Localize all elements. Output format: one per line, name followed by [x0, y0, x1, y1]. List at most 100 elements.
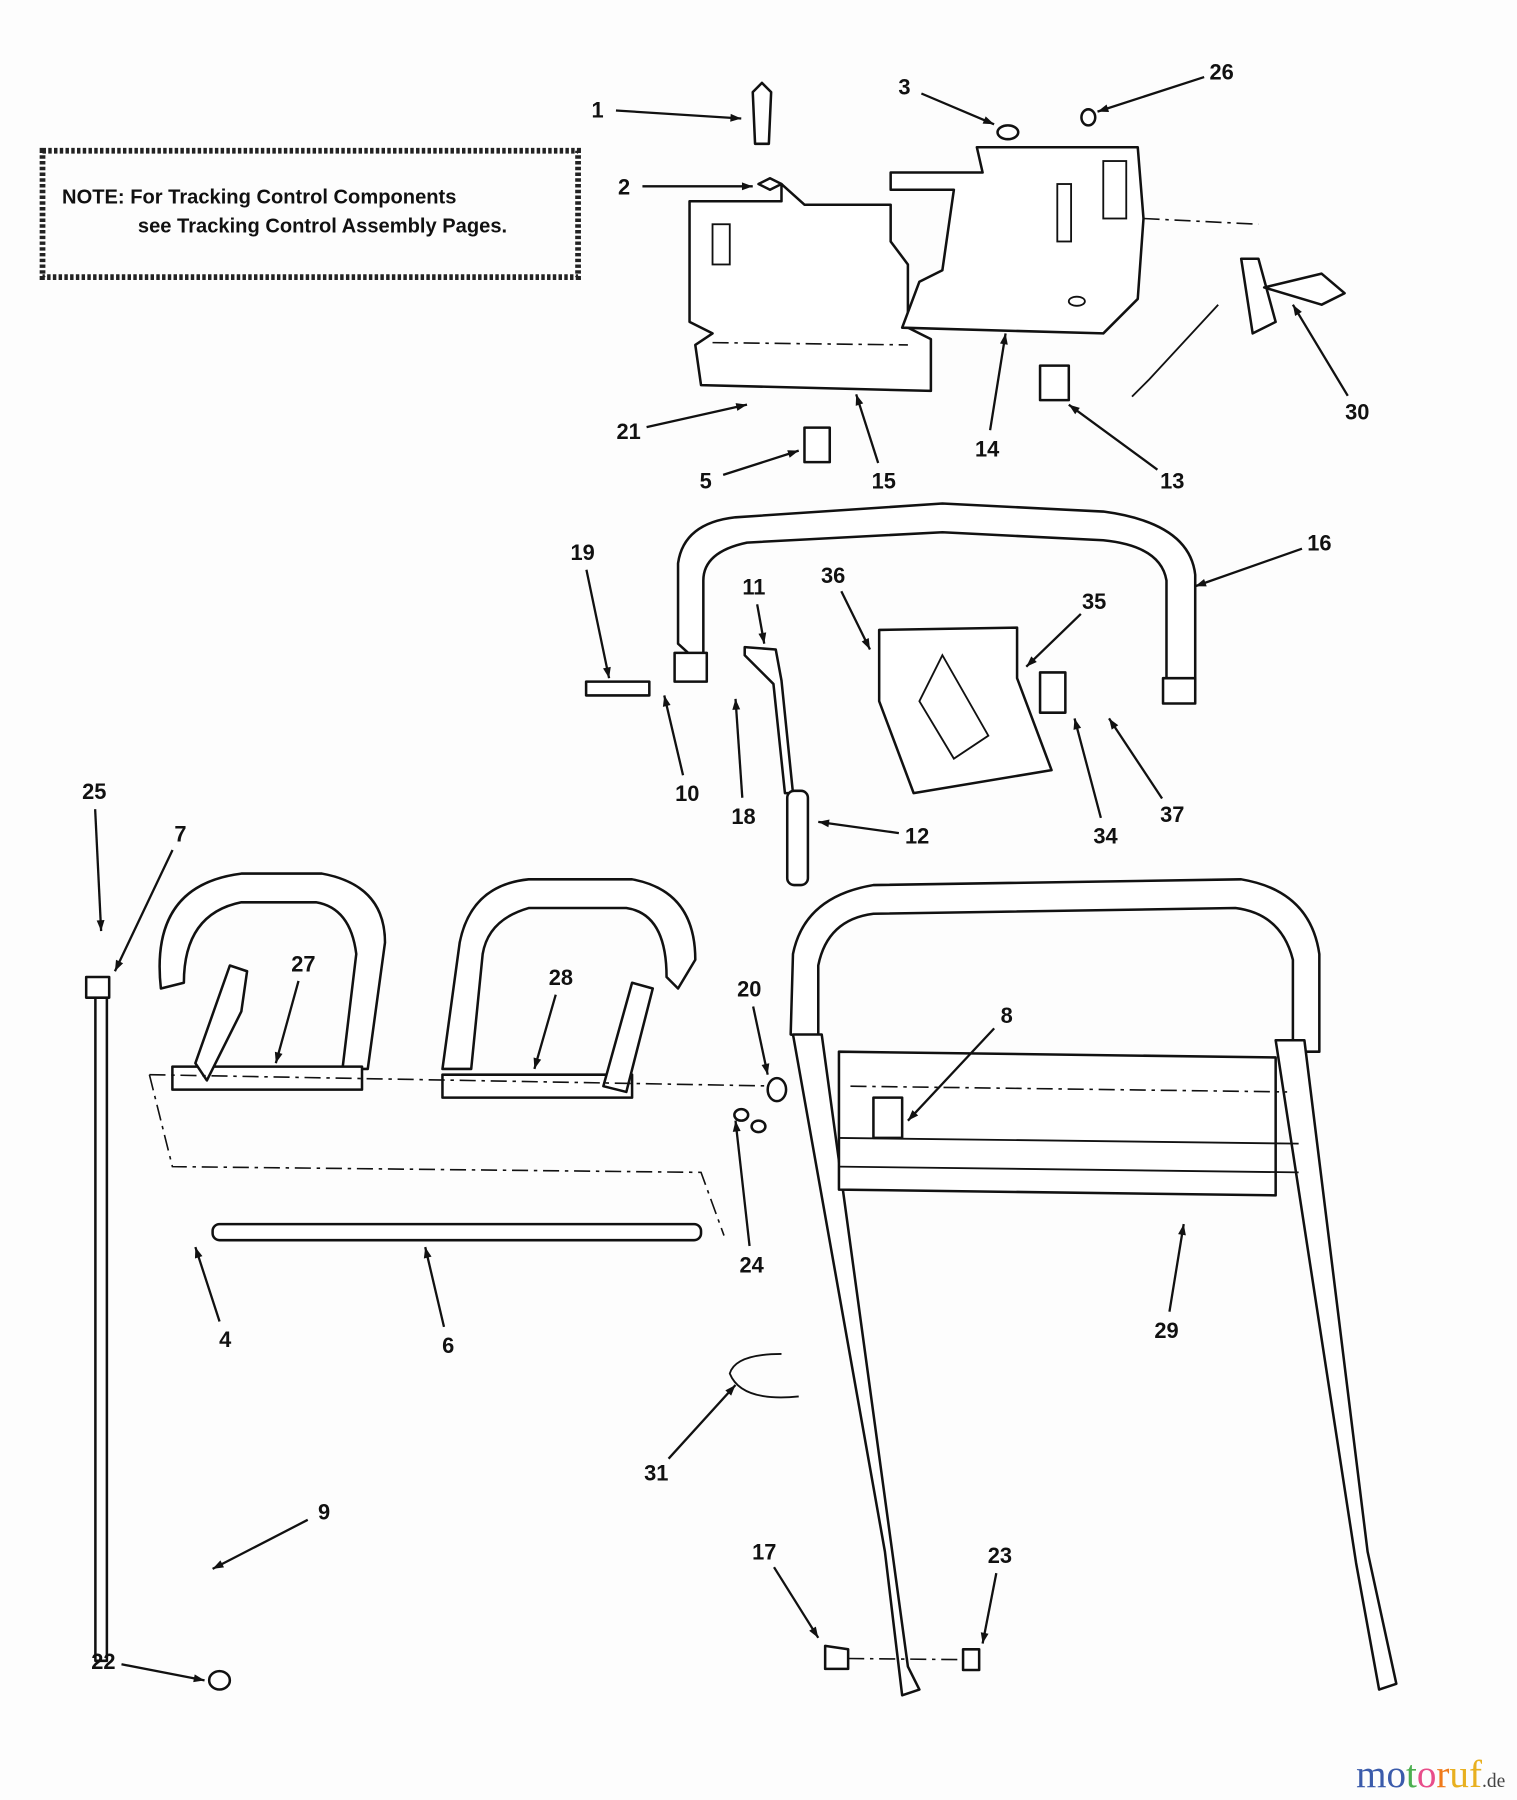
arrowhead	[907, 1110, 919, 1121]
leader-line	[773, 1566, 820, 1639]
callout-25: 25	[82, 779, 106, 932]
callout-number: 17	[752, 1540, 776, 1565]
part-9-threaded-rod	[94, 992, 109, 1663]
arrowhead	[787, 450, 799, 458]
leader-line	[1291, 304, 1349, 397]
callout-number: 14	[975, 436, 1000, 461]
arrowhead	[193, 1674, 205, 1683]
leader-line	[424, 1246, 446, 1328]
callout-4: 4	[194, 1246, 232, 1352]
arrowhead	[603, 666, 611, 679]
leader-line	[121, 1663, 205, 1682]
callout-number: 19	[571, 540, 595, 565]
callout-10: 10	[662, 695, 699, 806]
callout-number: 13	[1160, 469, 1184, 494]
arrowhead	[982, 116, 995, 125]
callout-number: 26	[1210, 59, 1234, 84]
callout-11: 11	[742, 574, 767, 644]
leader-line	[615, 109, 742, 120]
leader-line	[663, 695, 685, 776]
callout-21: 21	[616, 403, 748, 444]
callout-28: 28	[533, 965, 573, 1070]
callout-number: 3	[898, 74, 910, 99]
leader-line	[920, 92, 995, 126]
leader-line	[855, 393, 880, 464]
callout-16: 16	[1194, 531, 1331, 588]
callout-12: 12	[818, 819, 929, 849]
callout-number: 12	[905, 824, 929, 849]
leader-line	[722, 449, 800, 477]
arrowhead	[1097, 104, 1110, 113]
leader-line	[667, 1384, 737, 1460]
leader-line	[752, 1006, 769, 1075]
callout-number: 22	[91, 1649, 115, 1674]
leader-line	[533, 994, 557, 1070]
arrowhead	[274, 1051, 283, 1064]
arrowhead	[662, 695, 671, 707]
callout-19: 19	[571, 540, 611, 679]
arrowhead	[741, 182, 753, 191]
arrowhead	[1068, 404, 1080, 415]
callout-number: 29	[1154, 1318, 1178, 1343]
callout-36: 36	[821, 563, 872, 650]
callout-8: 8	[907, 1003, 1013, 1122]
part-19-bolt	[584, 680, 651, 697]
callout-number: 28	[549, 965, 573, 990]
callout-number: 11	[742, 574, 765, 599]
leader-line	[1097, 75, 1205, 113]
arrowhead	[732, 1120, 741, 1132]
leader-line	[646, 403, 748, 429]
callout-number: 37	[1160, 802, 1184, 827]
callout-number: 20	[737, 977, 761, 1002]
callout-31: 31	[644, 1384, 737, 1485]
callout-24: 24	[732, 1120, 765, 1277]
leader-line	[734, 1120, 751, 1247]
callout-number: 23	[988, 1543, 1012, 1568]
leader-line	[1025, 613, 1082, 668]
callout-number: 31	[644, 1460, 668, 1485]
leader-line	[734, 698, 744, 798]
arrowhead	[114, 959, 124, 972]
arrowhead	[818, 819, 830, 828]
callout-number: 24	[739, 1252, 764, 1277]
callout-number: 9	[318, 1499, 330, 1524]
callout-number: 27	[291, 951, 315, 976]
part-29-frame	[789, 878, 1398, 1697]
callout-2: 2	[618, 174, 753, 199]
callout-number: 5	[700, 469, 712, 494]
note-line-2: see Tracking Control Assembly Pages.	[138, 215, 507, 237]
arrowhead	[999, 333, 1008, 345]
arrowhead	[861, 638, 870, 650]
arrowhead	[725, 1384, 736, 1396]
leader-line	[1108, 717, 1164, 800]
callout-1: 1	[592, 97, 742, 122]
part-6-rod	[211, 1222, 703, 1242]
callout-number: 7	[174, 821, 186, 846]
part-27-handle	[158, 872, 387, 1091]
watermark-logo: motoruf.de	[1356, 1753, 1505, 1796]
callout-22: 22	[91, 1649, 205, 1683]
leader-line	[212, 1518, 309, 1570]
callout-number: 10	[675, 781, 699, 806]
arrowhead	[980, 1632, 989, 1644]
callout-3: 3	[898, 74, 995, 126]
callout-number: 2	[618, 174, 630, 199]
part-16-handle	[673, 502, 1197, 705]
callout-number: 35	[1082, 589, 1106, 614]
callout-number: 16	[1307, 531, 1331, 556]
callout-17: 17	[752, 1540, 820, 1639]
leader-line	[988, 333, 1007, 431]
arrowhead	[1073, 718, 1082, 730]
callout-20: 20	[737, 977, 770, 1075]
leader-line	[274, 980, 300, 1064]
leader-line	[1194, 547, 1303, 588]
arrowhead	[194, 1247, 203, 1259]
part-35-bracket	[877, 626, 1067, 795]
callout-number: 21	[616, 419, 640, 444]
part-14-plate	[803, 108, 1259, 464]
callout-6: 6	[423, 1246, 454, 1358]
alignment-line	[149, 1073, 782, 1087]
part-30-lever	[1131, 257, 1346, 398]
